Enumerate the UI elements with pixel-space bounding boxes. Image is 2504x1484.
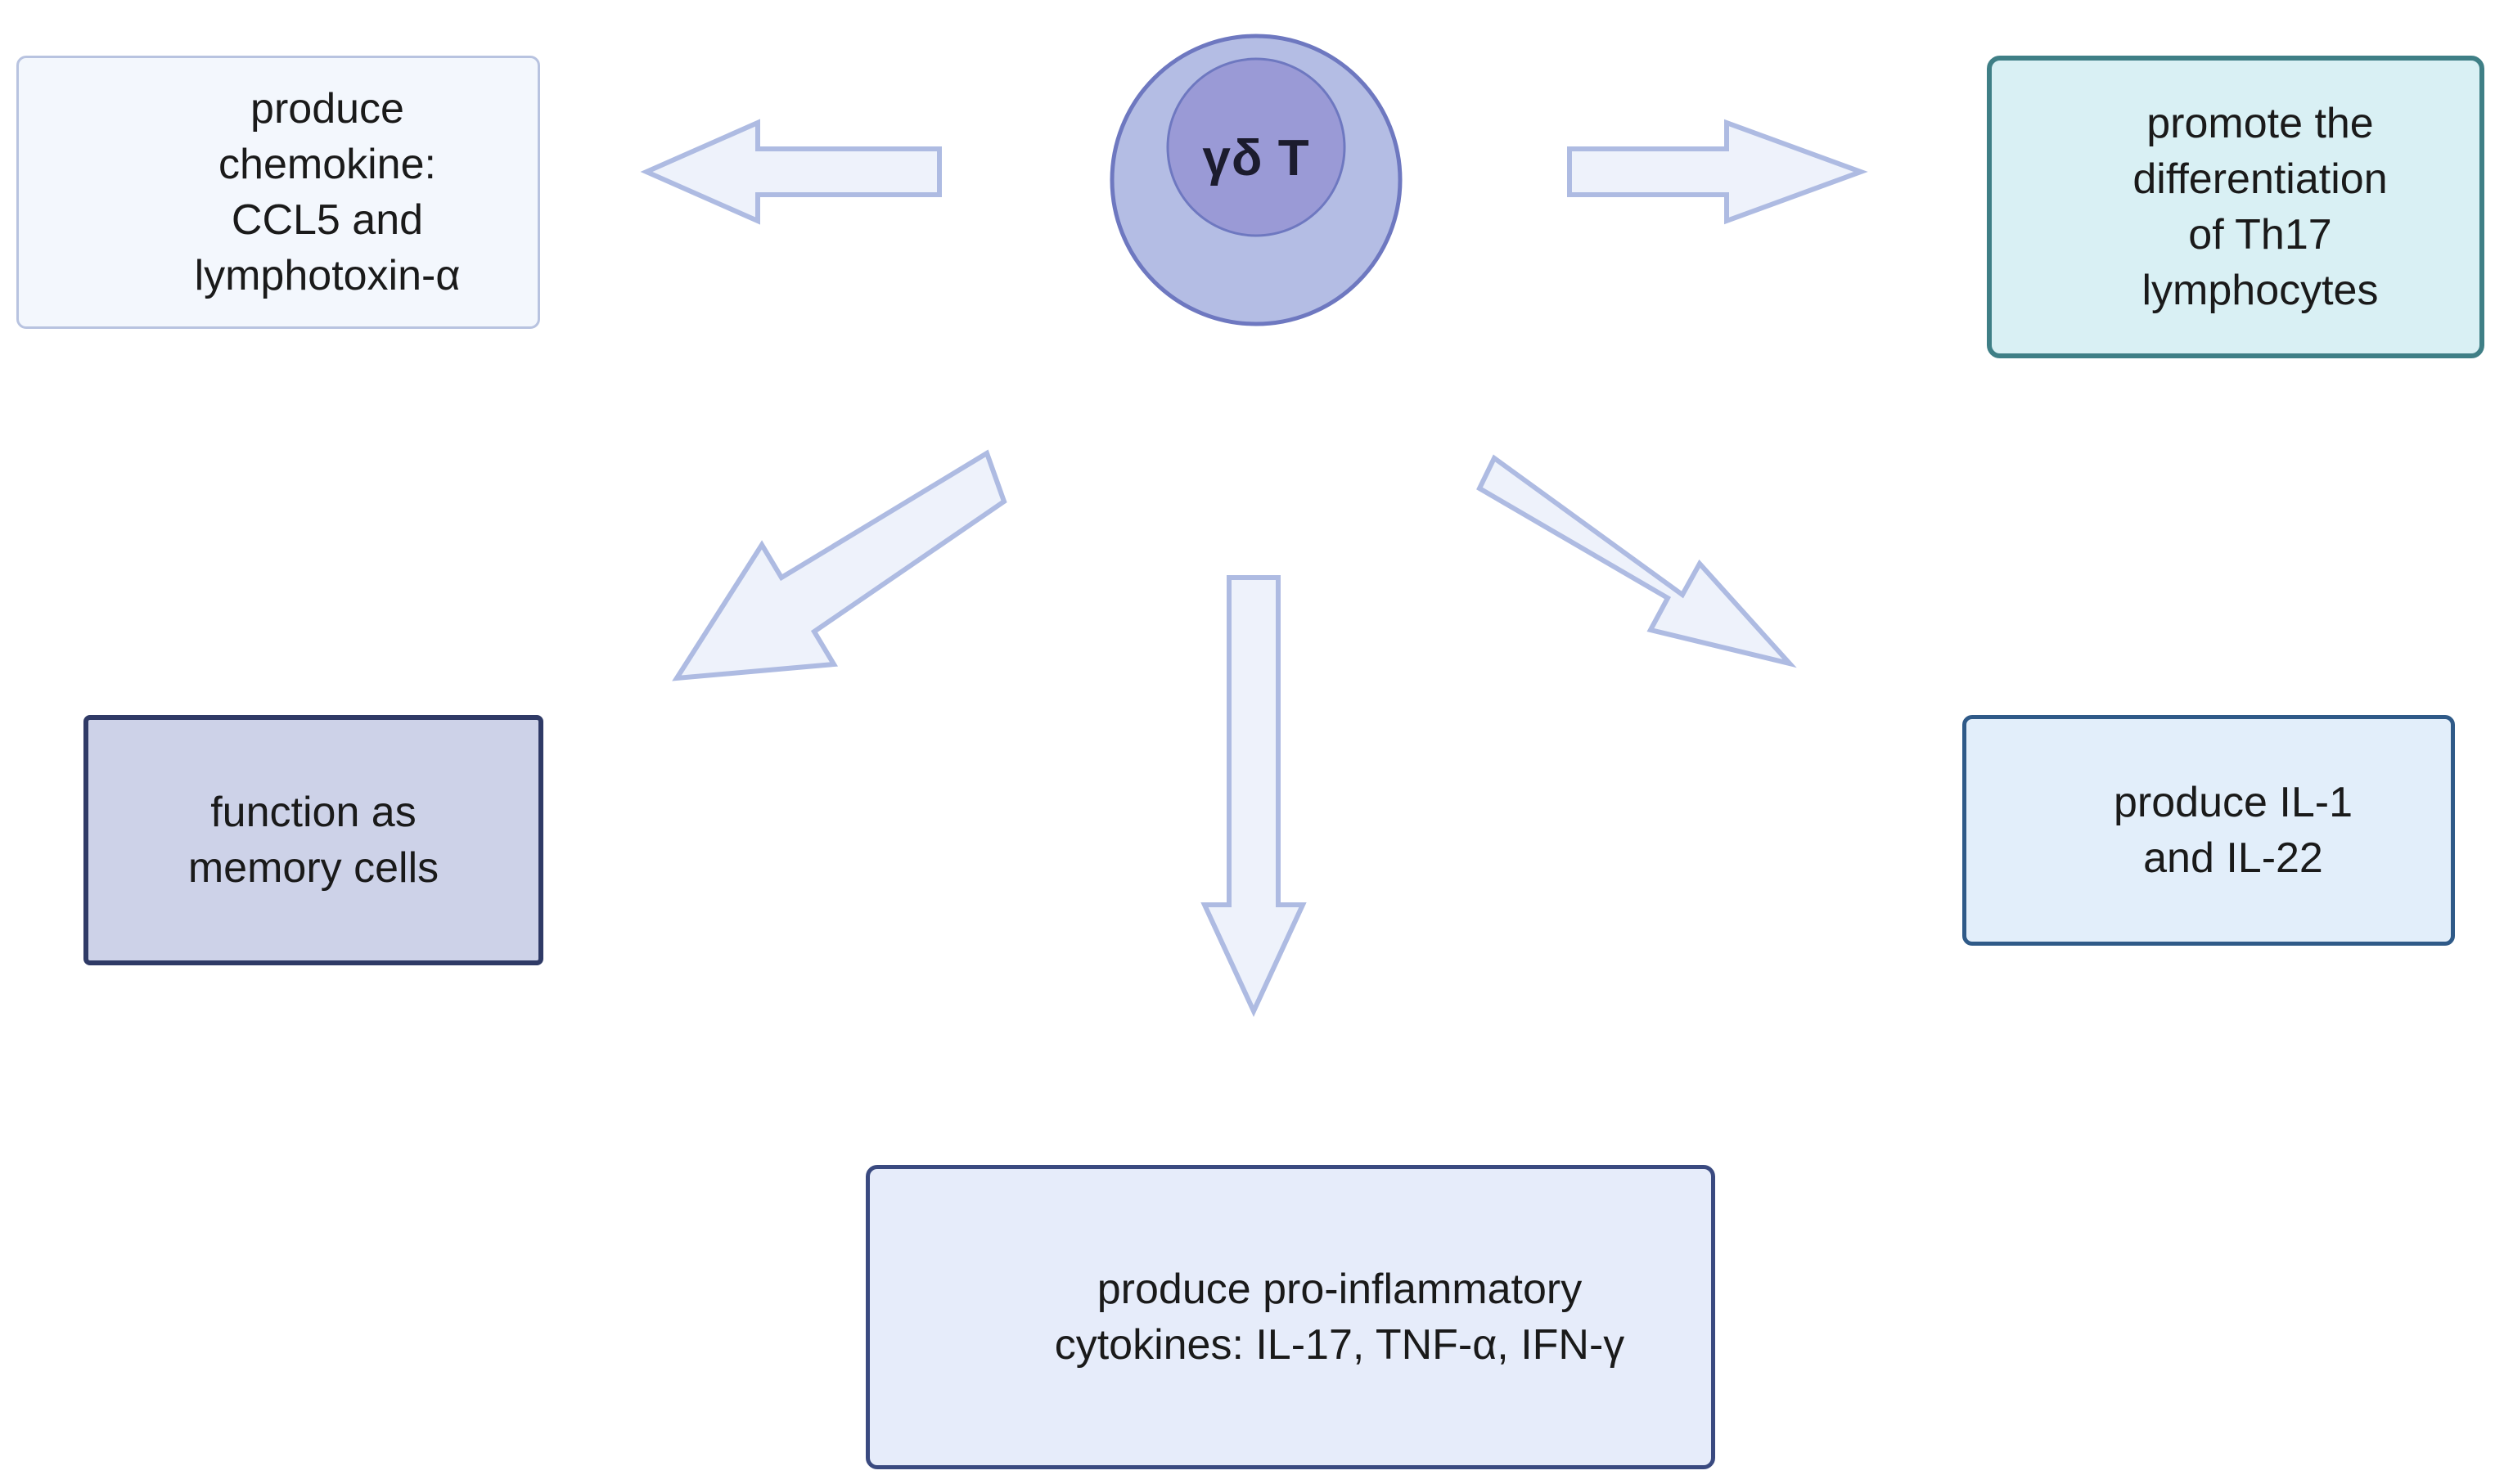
arrow-down-left xyxy=(672,449,1007,681)
chemokine-text: produce chemokine: CCL5 and lymphotoxin-… xyxy=(194,85,461,299)
cytokines-text: produce pro-inflammatory cytokines: IL-1… xyxy=(1054,1266,1625,1369)
cell-label: γδ T xyxy=(1202,130,1310,187)
cell-graphic xyxy=(1110,34,1403,326)
memory-cells-box: function as memory cells xyxy=(83,715,543,965)
il-box: produce IL-1 and IL-22 xyxy=(1962,715,2455,946)
th17-text: promote the differentiation of Th17 lymp… xyxy=(2132,100,2388,314)
il-text: produce IL-1 and IL-22 xyxy=(2114,779,2353,882)
arrow-down-right xyxy=(1476,454,1797,668)
cell-nucleus-circle xyxy=(1166,57,1346,237)
arrow-right xyxy=(1567,119,1868,225)
chemokine-box: produce chemokine: CCL5 and lymphotoxin-… xyxy=(16,56,540,329)
th17-box: promote the differentiation of Th17 lymp… xyxy=(1987,56,2484,358)
memory-cells-text: function as memory cells xyxy=(187,789,439,892)
arrow-left xyxy=(640,119,942,225)
gamma-delta-t-cell: γδ T xyxy=(1106,33,1406,327)
arrow-down xyxy=(1200,575,1307,1018)
cytokines-box: produce pro-inflammatory cytokines: IL-1… xyxy=(866,1165,1715,1469)
